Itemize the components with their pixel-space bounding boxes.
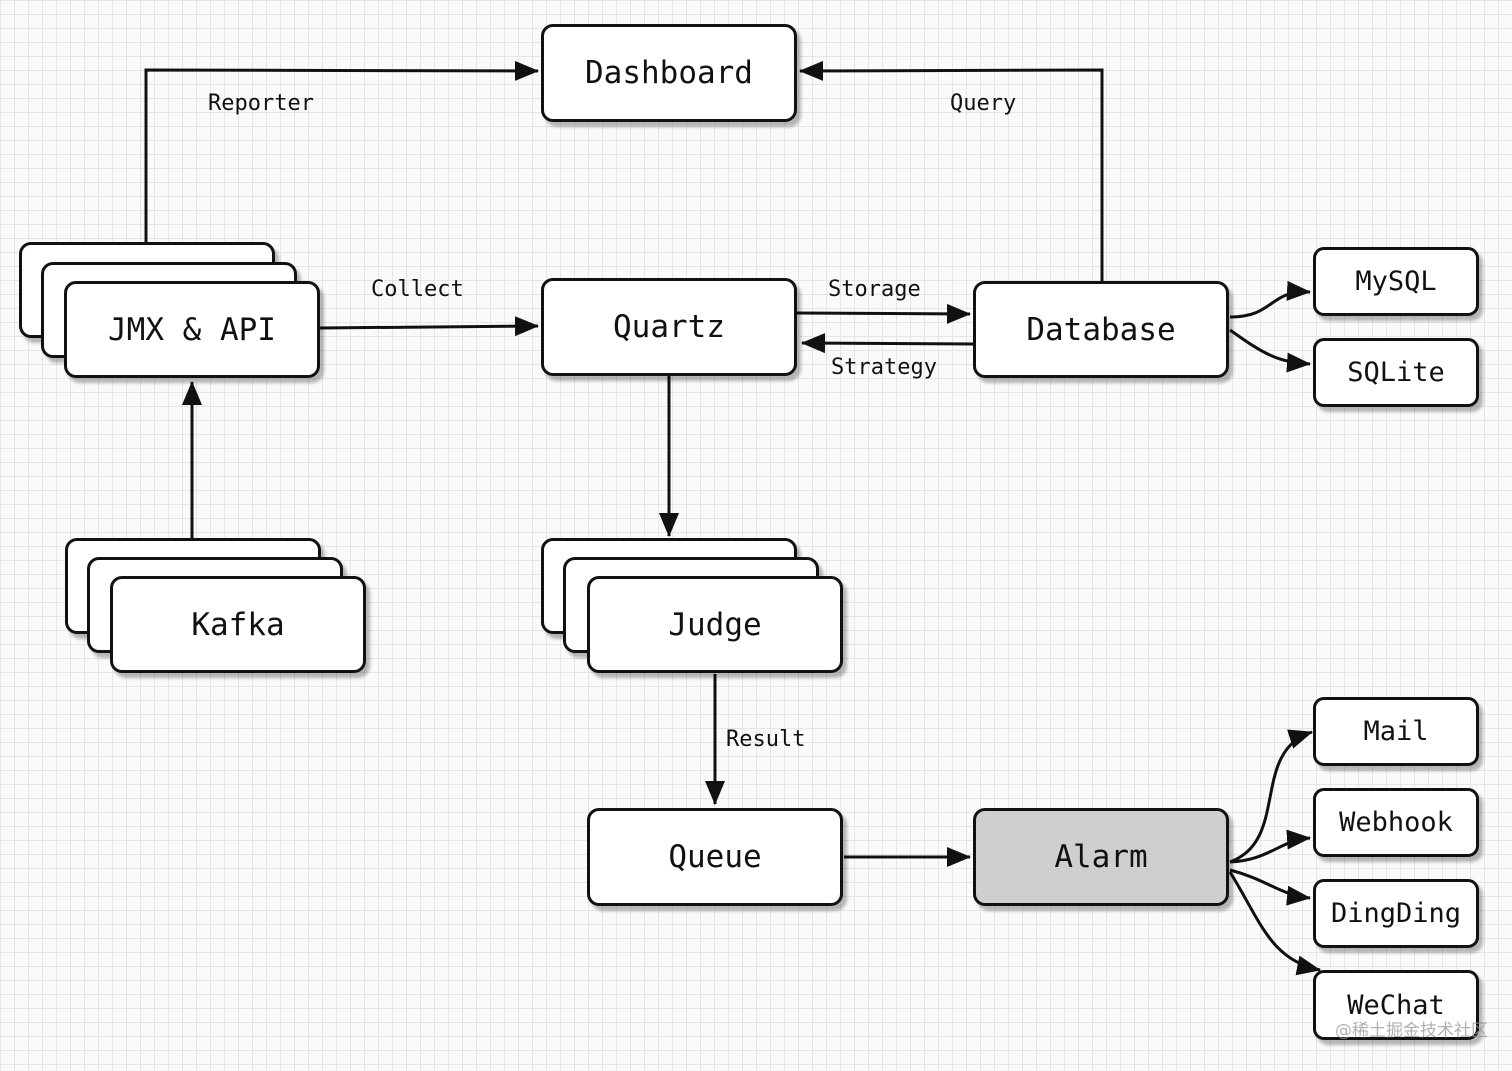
node-webhook: Webhook [1313,788,1479,857]
edge-storage [795,303,971,324]
edge-alarm-wechat [1228,871,1321,976]
edge-alarm-dingding [1229,868,1311,906]
node-quartz: Quartz [541,278,797,376]
edge-db-mysql [1229,280,1311,319]
edge-reporter [144,60,539,242]
edge-db-sqlite [1229,328,1311,373]
node-mail: Mail [1313,697,1479,766]
edge-label-collect: Collect [371,277,464,302]
node-dashboard: Dashboard [541,24,797,122]
edge-query [799,60,1104,282]
node-queue: Queue [587,808,843,906]
edge-label-query: Query [950,91,1017,116]
edge-label-reporter: Reporter [208,91,314,116]
edge-label-storage: Storage [828,277,921,302]
edge-label-result: Result [726,727,806,752]
node-kafka: Kafka [110,576,366,673]
node-judge: Judge [587,576,843,673]
node-dingding: DingDing [1313,879,1479,948]
node-jmx-api: JMX & API [64,281,320,378]
watermark: @稀土掘金技术社区 [1335,1021,1488,1041]
node-wechat: WeChat [1313,970,1479,1040]
edge-strategy [801,333,975,354]
node-mysql: MySQL [1313,247,1479,316]
node-alarm: Alarm [973,808,1229,906]
edge-alarm-mail [1229,729,1313,864]
edge-collect [319,316,539,337]
edge-alarm-webhook [1229,829,1311,864]
node-sqlite: SQLite [1313,338,1479,407]
node-database: Database [973,281,1229,378]
edge-label-strategy: Strategy [831,355,937,380]
